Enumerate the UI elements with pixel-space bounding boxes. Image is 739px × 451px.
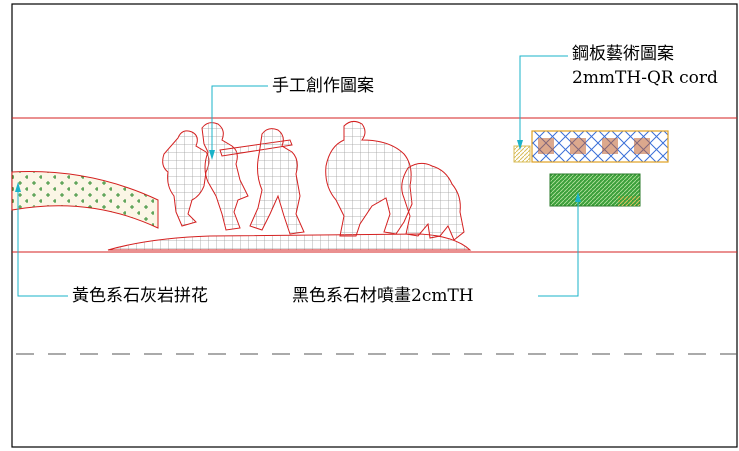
leader-steel-art xyxy=(519,55,568,146)
qr-code-block xyxy=(549,173,641,207)
steel-art-pattern xyxy=(513,130,669,163)
leader-black-stone xyxy=(538,196,579,297)
label-handmade-pattern: 手工創作圖案 xyxy=(272,76,374,96)
silhouette-figure-3 xyxy=(249,128,305,235)
mound-base xyxy=(107,233,472,251)
drawing-frame xyxy=(11,3,738,448)
leader-handmade-pattern xyxy=(211,85,268,156)
silhouette-figure-5 xyxy=(401,162,465,241)
leader-yellow-limestone xyxy=(17,186,68,297)
yellow-limestone-arc xyxy=(11,171,159,229)
silhouette-figure-1 xyxy=(162,130,210,227)
label-steel-art-line2: 2mmTH-QR cord xyxy=(572,68,718,88)
leader-lines xyxy=(17,55,579,297)
handmade-silhouette-group xyxy=(162,120,465,241)
leader-arrowheads xyxy=(15,140,581,202)
label-black-stone: 黑色系石材噴畫2cmTH xyxy=(292,286,474,306)
label-steel-art-line1: 鋼板藝術圖案 xyxy=(572,44,674,64)
label-yellow-limestone: 黃色系石灰岩拼花 xyxy=(72,286,208,306)
silhouette-figure-2 xyxy=(201,122,249,231)
silhouette-figure-4 xyxy=(325,120,413,237)
